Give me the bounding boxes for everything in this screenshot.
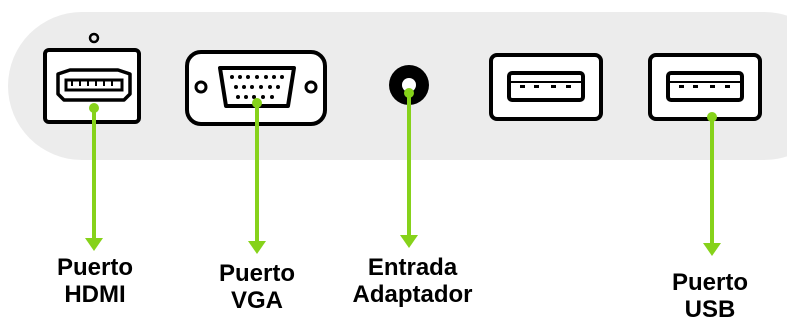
power-jack-icon xyxy=(389,65,429,105)
label-vga: Puerto VGA xyxy=(197,260,317,314)
arrow-hdmi xyxy=(85,103,103,251)
label-adapter-line1: Entrada xyxy=(367,254,458,281)
label-usb-line2: USB xyxy=(684,296,736,323)
label-vga-line2: VGA xyxy=(230,287,283,314)
usb-port-icon xyxy=(489,53,603,121)
label-hdmi: Puerto HDMI xyxy=(35,254,155,308)
label-adapter-line2: Adaptador xyxy=(352,281,473,308)
label-usb: Puerto USB xyxy=(650,269,770,323)
label-usb-line1: Puerto xyxy=(671,269,748,296)
usb-port-icon xyxy=(648,53,762,121)
label-hdmi-line2: HDMI xyxy=(64,281,126,308)
label-vga-line1: Puerto xyxy=(218,260,295,287)
arrow-adapter xyxy=(400,88,418,248)
arrow-vga xyxy=(248,98,266,254)
label-hdmi-line1: Puerto xyxy=(56,254,133,281)
vga-port-icon xyxy=(185,50,327,126)
arrow-usb xyxy=(703,112,721,256)
label-adapter: Entrada Adaptador xyxy=(345,254,480,308)
